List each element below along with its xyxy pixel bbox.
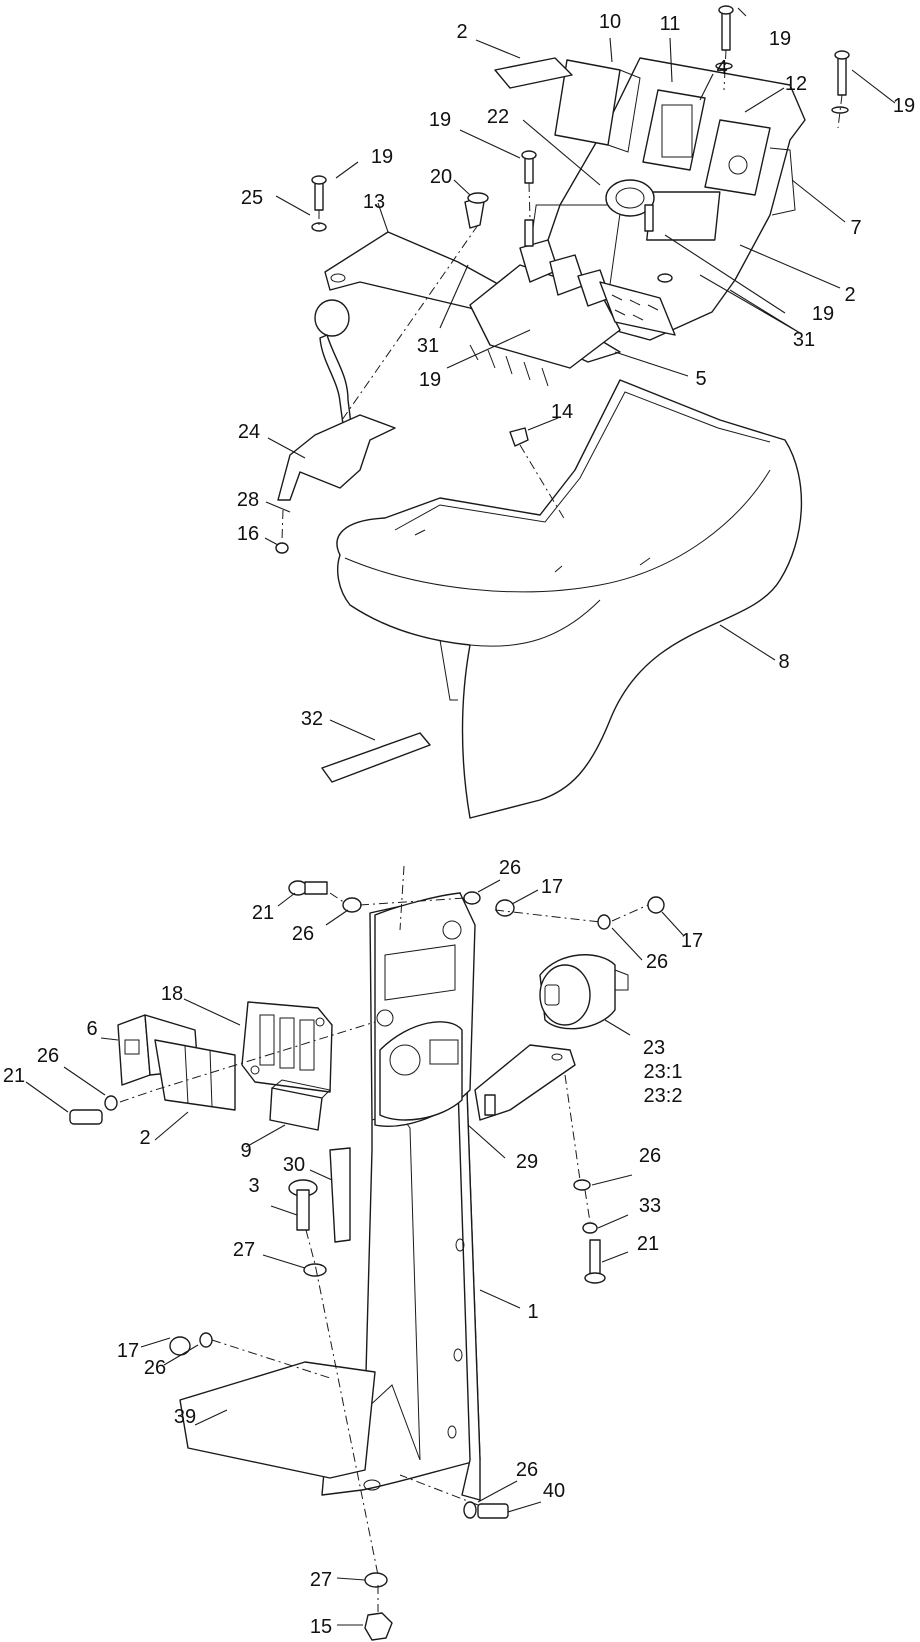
blank-plug-part-2-right bbox=[646, 191, 721, 241]
callout-23-2: 23:2 bbox=[644, 1085, 683, 1107]
side-bracket-tab bbox=[484, 1094, 496, 1116]
callout-19-top-right: 19 bbox=[769, 28, 791, 50]
callout-19-left-top: 19 bbox=[371, 146, 393, 168]
callout-26-right: 26 bbox=[646, 951, 668, 973]
callout-19-center-top: 19 bbox=[429, 109, 451, 131]
callout-2-lower: 2 bbox=[139, 1127, 150, 1149]
callout-5: 5 bbox=[695, 368, 706, 390]
callout-31-right: 31 bbox=[793, 329, 815, 351]
bezel-frame-part-18 bbox=[241, 1001, 333, 1093]
callout-19-lower-right: 19 bbox=[812, 303, 834, 325]
panel-plate-part-29 bbox=[374, 892, 476, 1127]
callout-19-lower-left: 19 bbox=[419, 369, 441, 391]
clip-part-14 bbox=[509, 427, 529, 447]
callout-21-left: 21 bbox=[3, 1065, 25, 1087]
callout-18: 18 bbox=[161, 983, 183, 1005]
plate-part-39 bbox=[179, 1361, 376, 1479]
blank-plug-part-2-upper bbox=[494, 57, 573, 89]
bolt-part-3 bbox=[288, 1179, 318, 1231]
callout-labels: 2 10 11 19 4 12 19 19 22 19 20 25 13 7 2… bbox=[3, 11, 915, 1638]
callout-26-top: 26 bbox=[499, 857, 521, 879]
connector-bank-part-31 bbox=[599, 281, 676, 336]
switch-part-11 bbox=[642, 89, 706, 171]
callout-12: 12 bbox=[785, 73, 807, 95]
ignition-switch-part-23 bbox=[539, 954, 629, 1030]
leader-lines bbox=[25, 7, 896, 1626]
callout-27-middle: 27 bbox=[233, 1239, 255, 1261]
callout-10: 10 bbox=[599, 11, 621, 33]
callout-3: 3 bbox=[248, 1175, 259, 1197]
callout-22: 22 bbox=[487, 106, 509, 128]
console-housing-part bbox=[336, 379, 803, 819]
fastener-screws-upper bbox=[275, 5, 850, 554]
callout-21-lower-right: 21 bbox=[637, 1233, 659, 1255]
callout-31-left: 31 bbox=[417, 335, 439, 357]
callout-19-far-right: 19 bbox=[893, 95, 915, 117]
callout-26-left-top: 26 bbox=[292, 923, 314, 945]
callout-9: 9 bbox=[240, 1140, 251, 1162]
callout-2-panel: 2 bbox=[844, 284, 855, 306]
callout-13: 13 bbox=[363, 191, 385, 213]
callout-39: 39 bbox=[174, 1406, 196, 1428]
callout-27-bottom: 27 bbox=[310, 1569, 332, 1591]
side-bracket-arm bbox=[474, 1044, 576, 1121]
callout-23: 23 bbox=[643, 1037, 665, 1059]
callout-4: 4 bbox=[716, 57, 727, 79]
callout-32: 32 bbox=[301, 708, 323, 730]
knob-part-22 bbox=[605, 179, 655, 217]
control-block-part-5 bbox=[469, 239, 621, 387]
callout-15: 15 bbox=[310, 1616, 332, 1638]
callout-28: 28 bbox=[237, 489, 259, 511]
callout-24: 24 bbox=[238, 421, 260, 443]
strap-part-32 bbox=[321, 732, 431, 783]
callout-40: 40 bbox=[543, 1480, 565, 1502]
callout-14: 14 bbox=[551, 401, 573, 423]
callout-20: 20 bbox=[430, 166, 452, 188]
callout-26-lower-right: 26 bbox=[639, 1145, 661, 1167]
callout-7: 7 bbox=[850, 217, 861, 239]
callout-17-top: 17 bbox=[541, 876, 563, 898]
blank-plug-part-2-lower bbox=[154, 1039, 236, 1111]
callout-29: 29 bbox=[516, 1151, 538, 1173]
callout-1: 1 bbox=[527, 1301, 538, 1323]
block-part-9 bbox=[269, 1087, 323, 1131]
callout-23-1: 23:1 bbox=[644, 1061, 683, 1083]
callout-26-left: 26 bbox=[37, 1045, 59, 1067]
gasket-part-30 bbox=[329, 1147, 351, 1243]
callout-25: 25 bbox=[241, 187, 263, 209]
callout-26-bottom: 26 bbox=[516, 1459, 538, 1481]
switch-part-12 bbox=[704, 119, 771, 196]
shift-lever-part-24 bbox=[277, 299, 396, 501]
callout-8: 8 bbox=[778, 651, 789, 673]
callout-11: 11 bbox=[660, 13, 681, 35]
callout-16: 16 bbox=[237, 523, 259, 545]
callout-17-right: 17 bbox=[681, 930, 703, 952]
washers-and-nuts-lower bbox=[69, 880, 665, 1641]
callout-33: 33 bbox=[639, 1195, 661, 1217]
callout-2-upper-cover: 2 bbox=[456, 21, 467, 43]
callout-30: 30 bbox=[283, 1154, 305, 1176]
callout-26-lower-left: 26 bbox=[144, 1357, 166, 1379]
callout-6: 6 bbox=[86, 1018, 97, 1040]
callout-21-top: 21 bbox=[252, 902, 274, 924]
callout-17-lower-left: 17 bbox=[117, 1340, 139, 1362]
